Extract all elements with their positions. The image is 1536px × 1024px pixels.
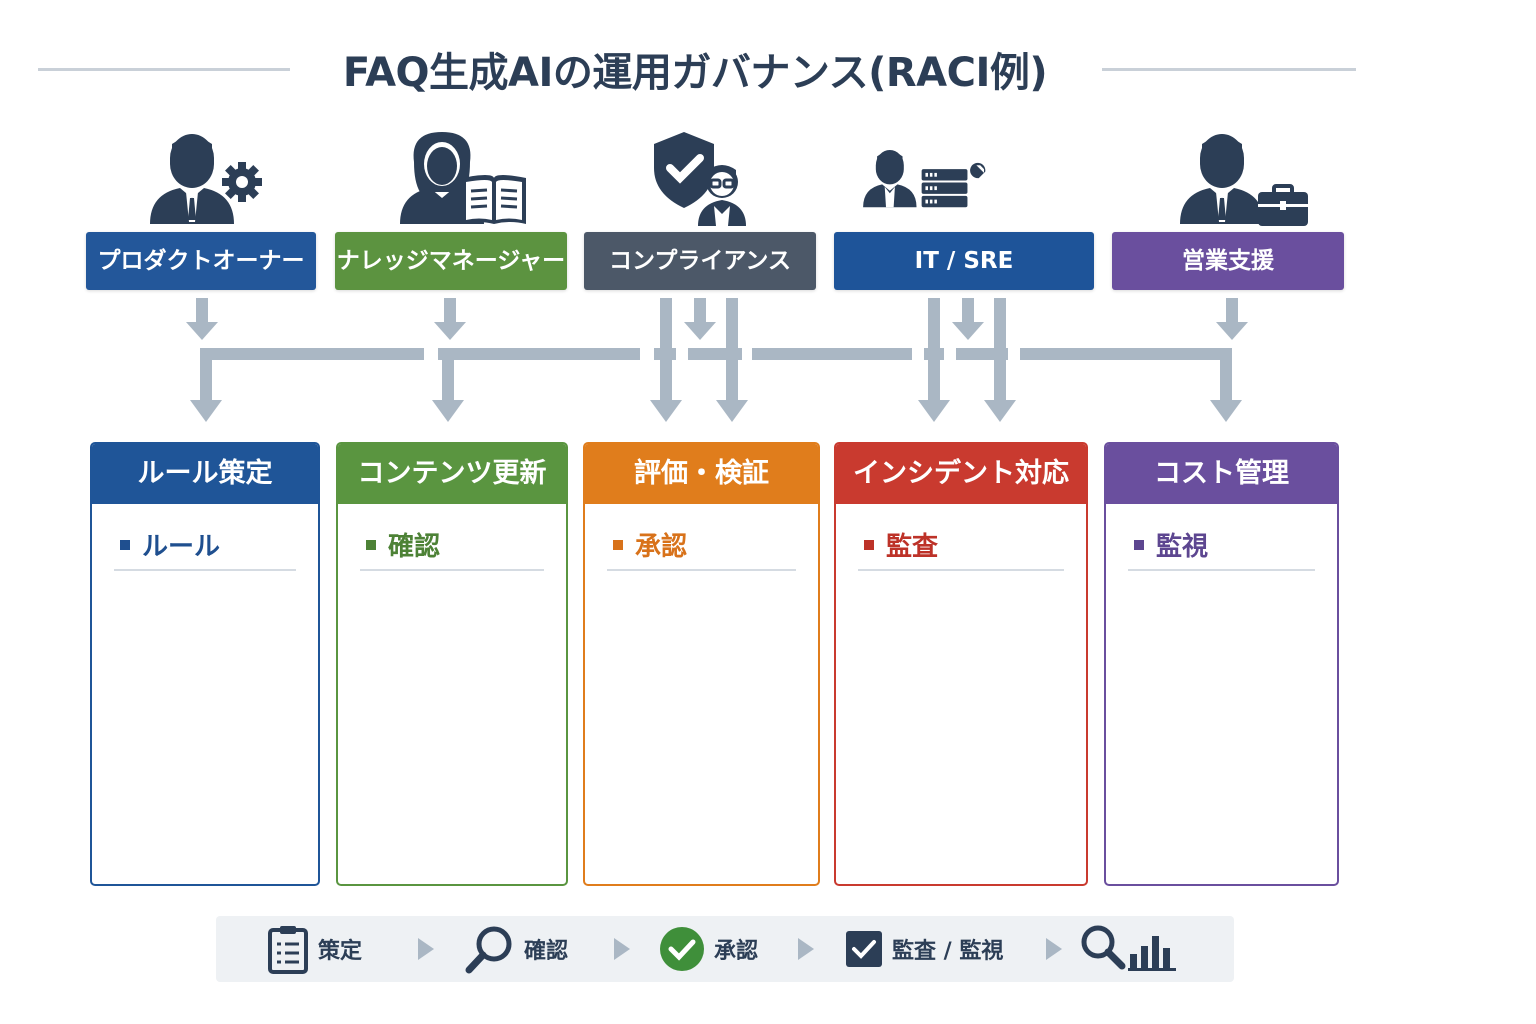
bullet-icon bbox=[864, 539, 874, 550]
chevron-right-icon bbox=[1046, 938, 1062, 960]
person-briefcase-icon bbox=[1180, 134, 1308, 226]
role-it-sre: IT / SRE bbox=[834, 232, 1094, 290]
legend-label: 承認 bbox=[714, 939, 759, 964]
legend-item-monitor bbox=[1078, 916, 1192, 982]
check-circle-icon bbox=[660, 927, 704, 971]
task-item-label: 監視 bbox=[1156, 532, 1209, 562]
task-item-label: ルール bbox=[142, 532, 221, 562]
person-server-icon bbox=[863, 150, 986, 208]
title-rule-left bbox=[38, 68, 290, 71]
bullet-icon bbox=[120, 539, 130, 550]
shield-person-icon bbox=[654, 132, 746, 226]
legend-item-define: 策定 bbox=[266, 916, 362, 982]
chevron-right-icon bbox=[798, 938, 814, 960]
title-area: FAQ生成AIの運用ガバナンス(RACI例) bbox=[0, 40, 1536, 100]
task-item-label: 確認 bbox=[388, 532, 441, 562]
legend-item-audit: 監査 / 監視 bbox=[844, 916, 1003, 982]
role-sales-support: 営業支援 bbox=[1112, 232, 1344, 290]
checkbox-icon bbox=[846, 931, 882, 967]
bullet-icon bbox=[1134, 539, 1144, 550]
task-card-rule-setting: ルール策定 ルール bbox=[90, 442, 320, 886]
person-gear-icon bbox=[150, 134, 262, 224]
role-knowledge-manager: ナレッジマネージャー bbox=[335, 232, 567, 290]
role-compliance: コンプライアンス bbox=[584, 232, 816, 290]
raci-connector-arrows bbox=[186, 298, 1248, 422]
legend-label: 策定 bbox=[318, 939, 363, 964]
task-item: 承認 bbox=[607, 526, 796, 571]
task-card-incident-response: インシデント対応 監査 bbox=[834, 442, 1088, 886]
title-rule-right bbox=[1102, 68, 1356, 71]
task-title: コスト管理 bbox=[1106, 444, 1337, 504]
task-item: 監視 bbox=[1128, 526, 1315, 571]
task-title: コンテンツ更新 bbox=[338, 444, 566, 504]
task-title: ルール策定 bbox=[92, 444, 318, 504]
bullet-icon bbox=[613, 539, 623, 550]
task-title: 評価・検証 bbox=[585, 444, 818, 504]
bullet-icon bbox=[366, 539, 376, 550]
task-title: インシデント対応 bbox=[836, 444, 1086, 504]
connector-bus bbox=[200, 348, 1232, 360]
task-item: ルール bbox=[114, 526, 296, 571]
arrow-from-roles bbox=[186, 298, 1248, 340]
person-book-icon bbox=[400, 132, 526, 224]
task-item: 監査 bbox=[858, 526, 1064, 571]
legend-label: 確認 bbox=[524, 939, 569, 964]
chevron-right-icon bbox=[614, 938, 630, 960]
legend-item-approve: 承認 bbox=[658, 916, 758, 982]
task-card-evaluation: 評価・検証 承認 bbox=[583, 442, 820, 886]
chevron-right-icon bbox=[418, 938, 434, 960]
task-card-cost-management: コスト管理 監視 bbox=[1104, 442, 1339, 886]
task-item: 確認 bbox=[360, 526, 544, 571]
page-title: FAQ生成AIの運用ガバナンス(RACI例) bbox=[342, 50, 1048, 96]
task-card-content-update: コンテンツ更新 確認 bbox=[336, 442, 568, 886]
legend-item-confirm: 確認 bbox=[464, 916, 568, 982]
magnifier-icon bbox=[465, 926, 512, 974]
magnifier-bar-chart-icon bbox=[1081, 925, 1176, 971]
role-product-owner: プロダクトオーナー bbox=[86, 232, 316, 290]
arrow-to-tasks bbox=[190, 348, 1242, 422]
clipboard-checklist-icon bbox=[268, 926, 308, 974]
legend-bar: 策定 確認 承認 監査 / 監視 bbox=[216, 916, 1234, 982]
task-item-label: 監査 bbox=[886, 532, 939, 562]
task-item-label: 承認 bbox=[635, 532, 688, 562]
legend-label: 監査 / 監視 bbox=[892, 939, 1004, 964]
